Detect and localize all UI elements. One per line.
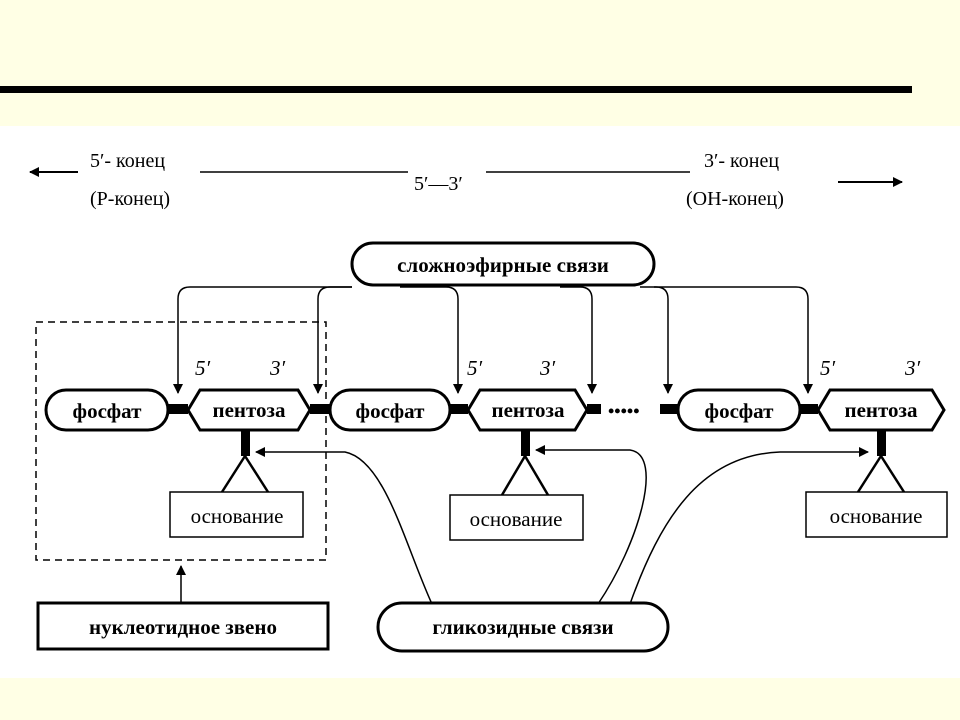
direction-label: 5′—3′ [414,173,463,195]
nucleotide-unit-label: нуклеотидное звено [89,615,277,639]
ester-arrow-4 [560,286,597,394]
pentose-box [466,388,589,432]
base-link-left [856,455,883,493]
glycosidic-stub [241,430,250,456]
nucleotide-unit-box [36,601,330,651]
base-link-left [220,455,247,493]
prime-5-label: 5′ [467,356,483,380]
bond-connector [587,404,601,414]
prime-3-label: 3′ [269,356,286,380]
pentose-label: пентоза [492,398,565,422]
base-link-left [500,455,527,496]
bond-connector [168,404,188,414]
right-end-label-line1: 3′- конец [704,150,779,172]
chain-unit-1: фосфат пентоза 5′ 3′ основание [44,356,330,538]
ester-arrow-5 [640,286,673,394]
glycosidic-bond-arrows [255,445,869,605]
glycosidic-arrow-1 [255,447,433,605]
base-box [169,491,304,538]
left-end-label-line2: (Р-конец) [90,188,170,210]
glycosidic-arrow-2 [535,445,647,605]
glycosidic-bonds-box [376,601,670,653]
base-link-right [523,455,550,496]
base-link-right [243,455,270,493]
pentose-label: пентоза [845,398,918,422]
ester-arrow-1 [173,286,352,394]
bond-connector [450,404,468,414]
base-link-right [879,455,906,493]
glycosidic-stub [877,430,886,456]
glycosidic-bonds-label: гликозидные связи [432,615,613,639]
chain-ellipsis: ••••• [608,401,640,421]
base-box [449,494,584,541]
prime-5-label: 5′ [820,356,836,380]
glycosidic-stub [521,430,530,456]
ester-arrow-3 [400,286,463,394]
ester-bond-arrows [173,286,813,394]
pentose-label: пентоза [213,398,286,422]
pentose-box [186,388,312,432]
base-label: основание [191,504,284,528]
pentose-box [816,388,946,432]
ester-bonds-box [350,241,656,287]
phosphate-label: фосфат [356,399,426,423]
bond-connector [800,404,818,414]
ester-arrow-6 [654,286,813,394]
prime-3-label: 3′ [904,356,921,380]
title-area [0,0,960,126]
base-label: основание [830,504,923,528]
bond-connector [660,404,678,414]
right-end-label-line2: (ОН-конец) [686,188,784,210]
chain-unit-2: фосфат пентоза 5′ 3′ основание [328,356,601,541]
bond-connector [310,404,330,414]
base-box [805,491,948,538]
ester-arrow-2 [313,286,352,394]
left-end-label-line1: 5′- конец [90,150,165,172]
glycosidic-arrow-3 [629,447,869,605]
chain-unit-3: фосфат пентоза 5′ 3′ основание [660,356,948,538]
ester-bonds-label: сложноэфирные связи [397,253,609,277]
phosphate-label: фосфат [73,399,143,423]
bottom-band [0,678,960,720]
phosphate-label: фосфат [705,399,775,423]
title-underline [0,86,912,93]
prime-5-label: 5′ [195,356,211,380]
base-label: основание [470,507,563,531]
nucleotide-unit-frame [35,321,327,561]
prime-3-label: 3′ [539,356,556,380]
